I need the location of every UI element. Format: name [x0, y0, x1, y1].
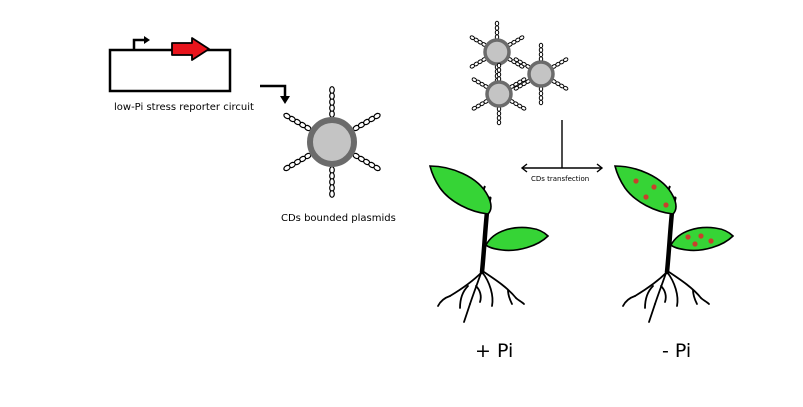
- plasmid-circuit-icon: [108, 36, 232, 93]
- reporter-signal-dots: [633, 178, 714, 247]
- plus-pi-label: + Pi: [475, 340, 514, 362]
- carbon-dot-cluster-icon: [469, 21, 568, 125]
- minus-pi-label: - Pi: [662, 340, 692, 362]
- carbon-dot-plasmid-icon: [283, 87, 381, 198]
- plant-seedling-icon: [615, 166, 733, 322]
- transfection-arrow-icon: [520, 120, 604, 173]
- bent-arrow-icon: [260, 84, 290, 104]
- cd-plasmid-label: CDs bounded plasmids: [281, 213, 396, 224]
- transfection-label: CDs transfection: [531, 175, 590, 183]
- circuit-label: low-Pi stress reporter circuit: [114, 102, 254, 113]
- plant-seedling-icon: [430, 166, 548, 322]
